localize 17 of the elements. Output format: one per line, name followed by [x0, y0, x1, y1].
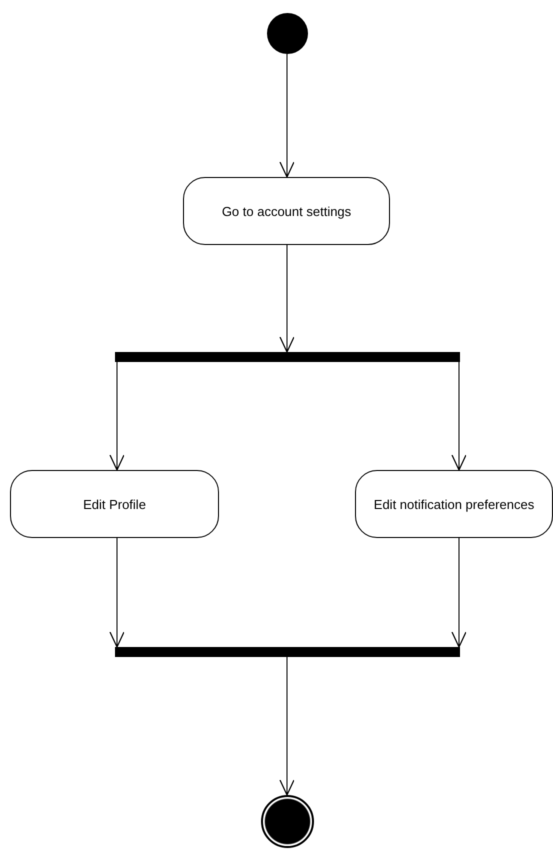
action-box	[355, 470, 553, 538]
arrow	[279, 54, 295, 178]
arrow	[109, 538, 125, 648]
final-node	[261, 795, 314, 848]
action-box	[10, 470, 219, 538]
action-label: Go to account settings	[222, 202, 352, 220]
fork-join-bar	[115, 352, 460, 362]
action-label: Edit notification preferences	[374, 496, 534, 512]
action-label: Edit Profile	[83, 496, 146, 512]
arrow	[451, 538, 467, 648]
action-box	[183, 177, 390, 245]
arrow	[279, 244, 295, 353]
arrow	[451, 362, 467, 471]
fork-join-bar	[115, 647, 460, 657]
arrow	[109, 362, 125, 471]
initial-node	[267, 13, 308, 54]
arrow	[279, 656, 295, 796]
